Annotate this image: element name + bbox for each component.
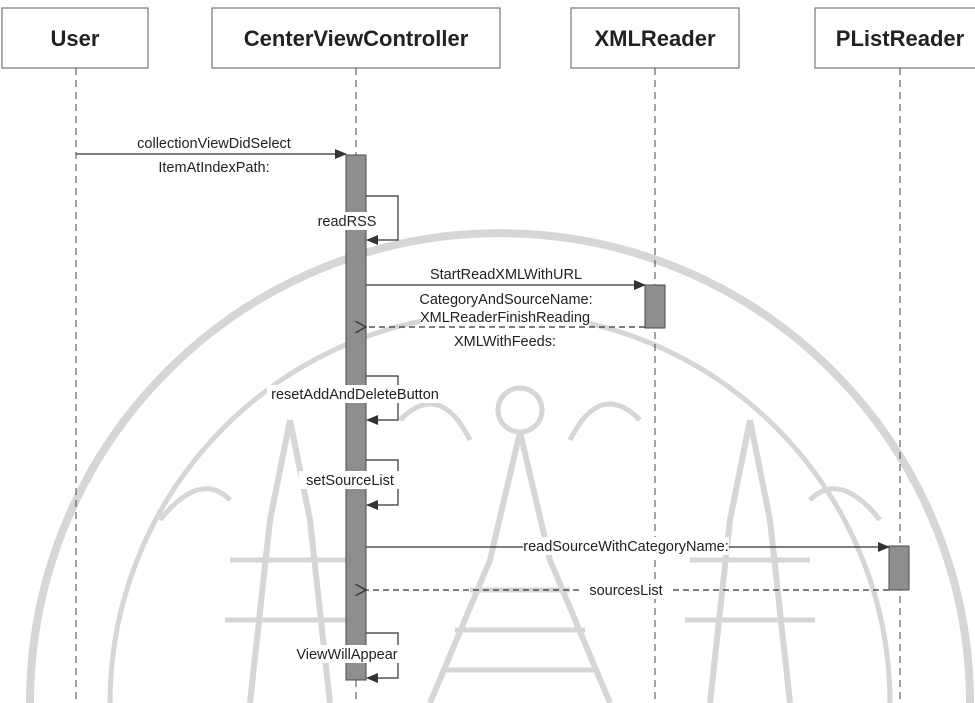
message-label-bg [421, 290, 591, 308]
lifeline-label-user: User [51, 26, 100, 51]
message-label-bg [266, 385, 444, 403]
watermark-seal [26, 229, 974, 703]
message-label-collection: collectionViewDidSelect [137, 136, 291, 152]
message-label-viewwill: ViewWillAppear [296, 647, 397, 663]
message-readsource: readSourceWithCategoryName: [366, 537, 890, 555]
message-label-bg [298, 471, 402, 489]
message-readrss: readRSS [318, 195, 399, 245]
message-label-startread: StartReadXMLWithURL [430, 267, 582, 283]
message-label-bg [432, 265, 580, 283]
lifeline-head-user [1, 7, 149, 69]
message-label-collection: ItemAtIndexPath: [158, 160, 269, 176]
message-label-sourceslist: sourcesList [589, 583, 662, 599]
message-reset: resetAddAndDeleteButton [266, 375, 444, 425]
activation-bar-plist-read [888, 545, 910, 591]
lifeline-label-center: CenterViewController [244, 26, 469, 51]
message-setsource: setSourceList [298, 459, 402, 510]
message-label-bg [582, 581, 670, 599]
lifeline-head-plist [814, 7, 975, 69]
message-label-finish: XMLReaderFinishReading [420, 310, 590, 326]
self-call-arrow-readrss [366, 195, 399, 245]
message-label-bg [318, 212, 376, 230]
message-label-readrss: readRSS [318, 214, 377, 230]
message-label-setsource: setSourceList [306, 473, 394, 489]
lifeline-label-xml: XMLReader [594, 26, 715, 51]
message-label-reset: resetAddAndDeleteButton [271, 387, 439, 403]
message-startread: StartReadXMLWithURL CategoryAndSourceName… [366, 265, 646, 308]
message-label-bg [125, 134, 303, 152]
lifeline-label-plist: PListReader [836, 26, 965, 51]
message-label-finish: XMLWithFeeds: [454, 334, 556, 350]
message-label-readsource: readSourceWithCategoryName: [523, 539, 729, 555]
message-viewwill: ViewWillAppear [292, 632, 402, 683]
message-label-bg [420, 308, 590, 326]
message-sourceslist: sourcesList [366, 581, 889, 599]
activation-bar-xml-read [644, 284, 666, 329]
message-label-startread: CategoryAndSourceName: [419, 292, 592, 308]
message-label-bg [453, 332, 557, 350]
message-label-bg [292, 645, 402, 663]
message-label-bg [151, 158, 277, 176]
activation-bar-center-main [345, 154, 367, 681]
message-label-bg [523, 537, 729, 555]
